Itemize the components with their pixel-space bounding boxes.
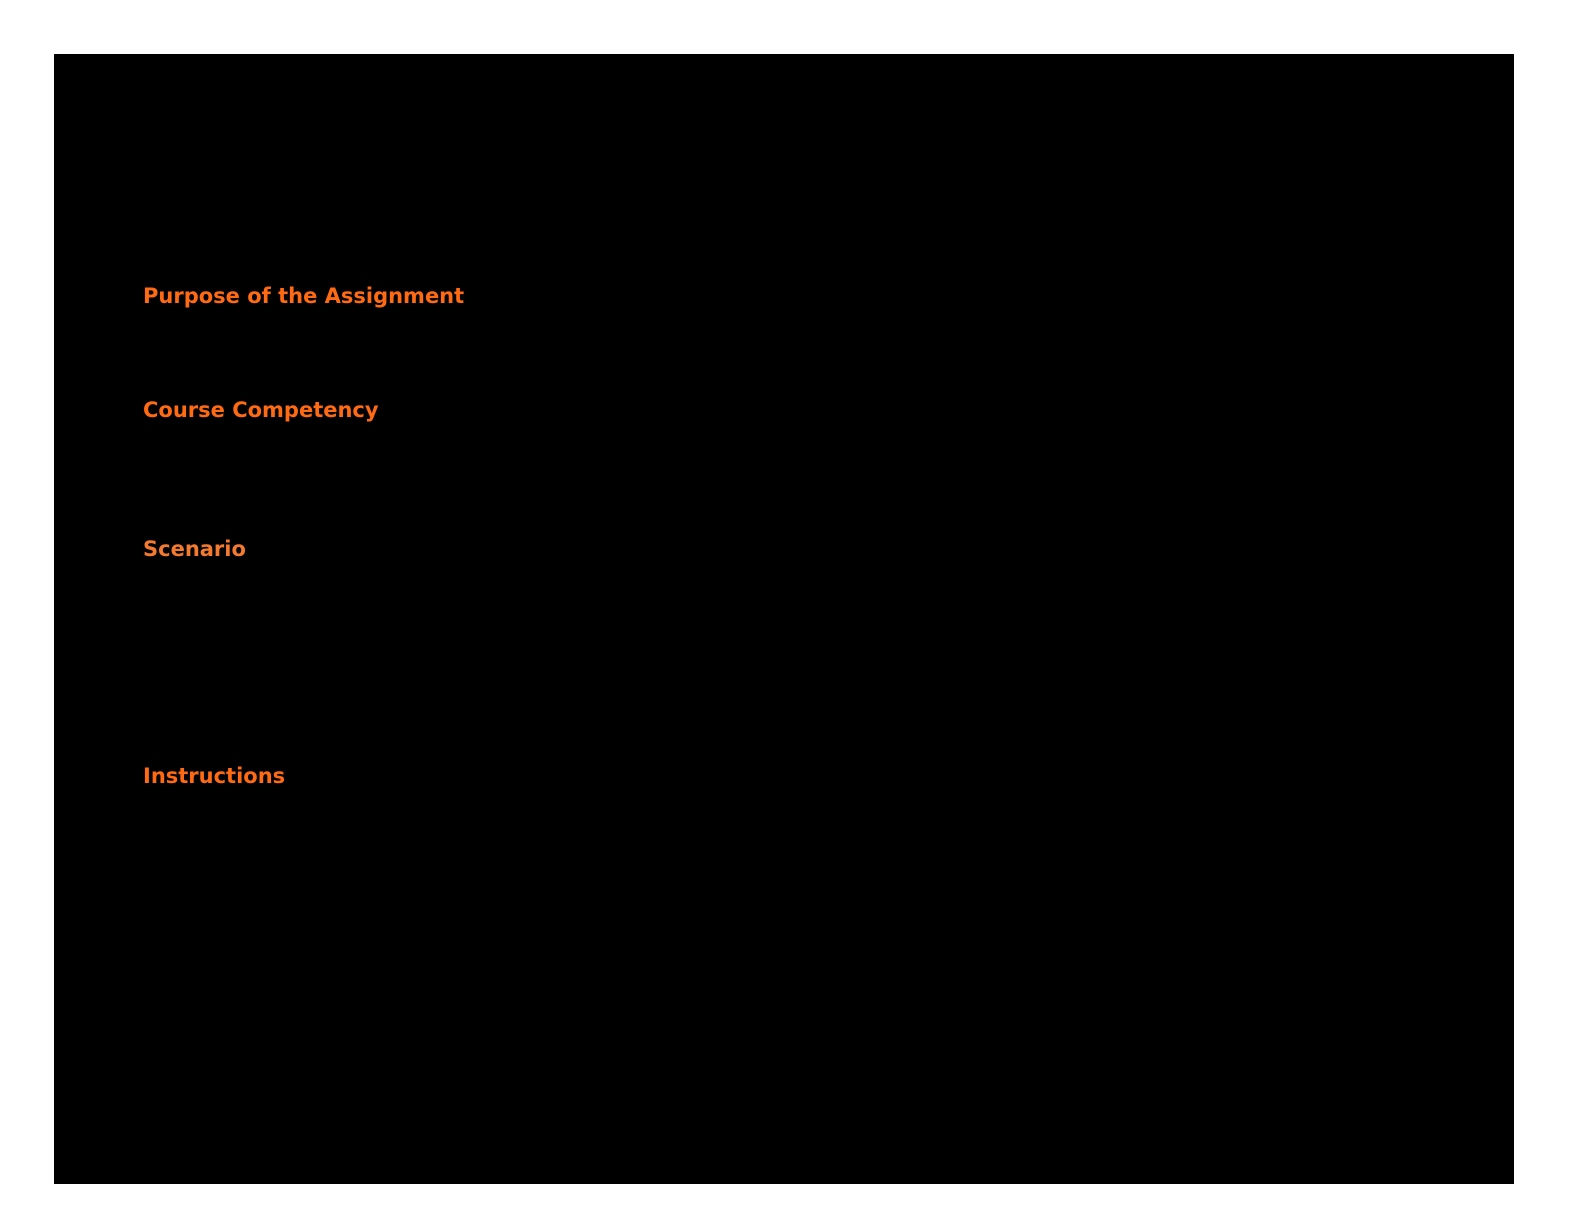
document-page: Purpose of the Assignment Course Compete… xyxy=(54,54,1514,1184)
section-body-instructions xyxy=(143,796,1423,1156)
section-body-course-competency xyxy=(143,430,1423,540)
section-body-purpose xyxy=(143,316,1423,386)
section-heading-instructions: Instructions xyxy=(143,764,286,788)
section-heading-course-competency: Course Competency xyxy=(143,398,379,422)
section-heading-scenario: Scenario xyxy=(143,537,246,561)
section-heading-purpose: Purpose of the Assignment xyxy=(143,284,465,308)
section-body-scenario xyxy=(143,569,1423,759)
